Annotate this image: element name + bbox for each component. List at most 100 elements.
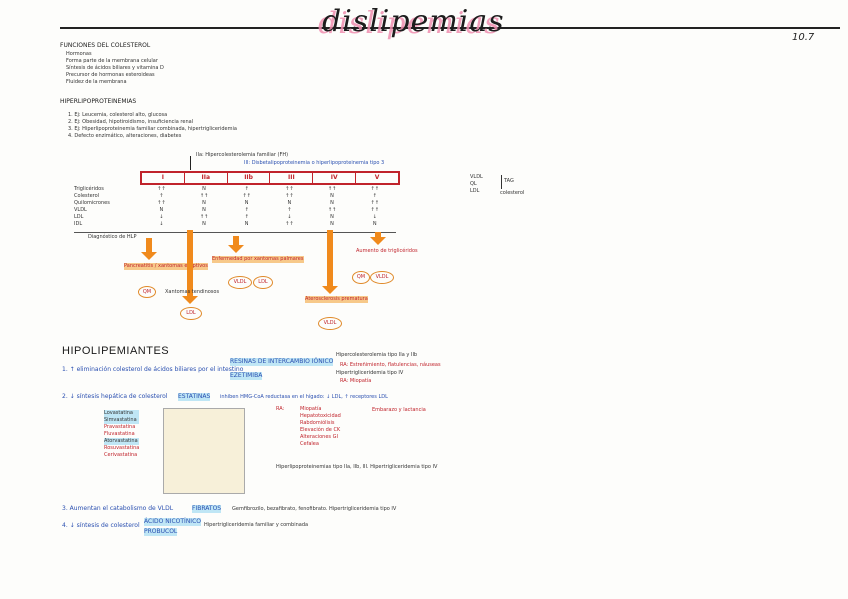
page-number: 10.7	[792, 32, 815, 43]
item2-note: inhiben HMG-CoA reductasa en el hígado: …	[220, 394, 388, 400]
col-header: IV	[313, 173, 357, 183]
statins-list: Lovastatina Simvastatina Pravastatina Fl…	[104, 410, 140, 459]
statin: Lovastatina	[104, 410, 140, 417]
row-label: Quilomicrones	[74, 200, 110, 206]
mechanism-box	[163, 408, 245, 494]
oval-qm-2: QM	[352, 271, 370, 284]
statin: Fluvastatina	[104, 431, 135, 437]
arrow-1-label: Pancreatitis / xantomas eruptivos	[124, 263, 208, 270]
row-label: IDL	[74, 221, 83, 227]
ra-item: Alteraciones GI	[300, 434, 338, 440]
ra-list: Miopatía Hepatotoxicidad Rabdomiólisis E…	[300, 406, 341, 448]
ra-item: Miopatía	[300, 406, 322, 412]
arrow-4	[327, 230, 333, 288]
item1-note3: Hipertrigliceridemia tipo IV	[336, 370, 404, 376]
item1-hl2: EZETIMIBA	[230, 372, 263, 380]
hipolip-heading: HIPOLIPEMIANTES	[62, 345, 170, 357]
arrow-1	[146, 238, 152, 252]
statin: Cerivastatina	[104, 452, 138, 458]
oval-vldl-2: VLDL	[318, 317, 342, 330]
ra-item: Hepatotoxicidad	[300, 413, 341, 419]
list-item: 1. Ej: Leucemia, colesterol alto, glucos…	[68, 112, 168, 118]
list-item: 2. Ej: Obesidad, hipotiroidismo, insufic…	[68, 119, 194, 125]
arrow-2-head	[182, 296, 198, 304]
oval-ldl-1: LDL	[180, 307, 202, 320]
item3-hl: FIBRATOS	[192, 505, 222, 513]
table-note-a: IIa: Hipercolesterolemia familiar (FH)	[196, 152, 289, 158]
arrow-2	[187, 230, 193, 298]
row-label: Colesterol	[74, 193, 100, 199]
statin: Pravastatina	[104, 424, 136, 430]
list-item: Forma parte de la membrana celular	[66, 58, 158, 64]
item1-text: 1. ↑ eliminación colesterol de ácidos bi…	[62, 366, 244, 373]
table-row-labels: Triglicéridos Colesterol Quilomicrones V…	[74, 186, 110, 228]
side-legend: VLDL QL LDL	[470, 174, 483, 195]
page-title: dislipemias	[322, 4, 505, 39]
col-header: IIb	[228, 173, 271, 183]
row-label: VLDL	[74, 207, 87, 213]
contra: Embarazo y lactancia	[372, 407, 426, 413]
header-line	[60, 27, 840, 29]
list-item: 4. Defecto enzimático, alteraciones, dia…	[68, 133, 182, 139]
colesterol-list: Hormonas Forma parte de la membrana celu…	[66, 51, 164, 86]
side-vldl: VLDL	[470, 174, 483, 180]
col-header: V	[374, 174, 380, 181]
list-item: Precursor de hormonas esteroideas	[66, 72, 155, 78]
ra-item: Rabdomiólisis	[300, 420, 335, 426]
table-note-line	[190, 156, 191, 170]
item1-hl1: RESINAS DE INTERCAMBIO IÓNICO	[230, 358, 334, 366]
arrow-4-head	[322, 286, 338, 294]
statin: Simvastatina	[104, 417, 140, 424]
item3-note: Gemfibrozilo, bezafibrato, fenofibrato. …	[232, 506, 397, 512]
item4-hl1: ÁCIDO NICOTÍNICO	[144, 518, 201, 526]
arrow-5-label: Aumento de triglicéridos	[356, 248, 418, 254]
side-brace	[498, 175, 502, 189]
arrow-3-head	[228, 245, 244, 253]
hiperlipo-heading: HIPERLIPOPROTEINEMIAS	[60, 98, 137, 105]
item2-text: 2. ↓ síntesis hepática de colesterol	[62, 393, 168, 400]
ra-title: RA:	[276, 406, 285, 412]
side-ldl: LDL	[470, 188, 480, 194]
list-item: Síntesis de ácidos biliares y vitamina D	[66, 65, 164, 71]
colesterol-heading: FUNCIONES DEL COLESTEROL	[60, 42, 151, 49]
bottom-note: Hiperlipoproteinemias tipo IIa, IIb, III…	[276, 464, 438, 470]
oval-qm-1: QM	[138, 286, 156, 298]
col-header: III	[270, 173, 314, 183]
col-header: IIa	[185, 173, 228, 183]
side-ql: QL	[470, 181, 477, 187]
statin: Rosuvastatina	[104, 445, 140, 451]
arrow-3	[233, 236, 239, 246]
arrow-1-head	[141, 252, 157, 260]
table-footer: Diagnóstico de HLP	[88, 234, 137, 240]
table-bottom-line	[74, 232, 396, 233]
list-item: Hormonas	[66, 51, 92, 57]
hiperlipo-list: 1. Ej: Leucemia, colesterol alto, glucos…	[68, 112, 237, 140]
statin: Atorvastatina	[104, 438, 140, 445]
list-item: Fluidez de la membrana	[66, 79, 127, 85]
arrow-5	[375, 232, 381, 238]
table-note-b: III: Disbetalipoproteinemia o hiperlipop…	[244, 160, 385, 166]
arrow-2-label: Xantomas tendinosos	[165, 289, 220, 295]
item4-note: Hipertrigliceridemia familiar y combinad…	[204, 522, 309, 528]
arrow-4-label: Aterosclerosis prematura	[305, 296, 368, 303]
oval-ldl-2: LDL	[253, 276, 273, 289]
item3-text: 3. Aumentan el catabolismo de VLDL	[62, 505, 174, 512]
title-shadow: dislipemias	[318, 6, 501, 41]
arrow-3-label: Enfermedad por xantomas palmares	[212, 256, 304, 263]
item1-note1: Hipercolesterolemia tipo IIa y IIb	[336, 352, 418, 358]
side-tag: TAG	[504, 178, 514, 184]
phenotype-table-header: I IIa IIb III IV V	[140, 171, 400, 185]
ra-item: Elevación de CK	[300, 427, 341, 433]
row-label: LDL	[74, 214, 84, 220]
list-item: 3. Ej: Hiperlipoproteinemia familiar com…	[68, 126, 237, 132]
ra-item: Cefalea	[300, 441, 319, 447]
col-header: I	[142, 173, 185, 183]
item1-note2: RA: Estreñimiento, flatulencias, náuseas	[340, 362, 441, 368]
item2-hl: ESTATINAS	[178, 393, 211, 401]
item4-text: 4. ↓ síntesis de colesterol	[62, 522, 140, 529]
side-colesterol: colesterol	[500, 190, 525, 196]
item4-hl2: PROBUCOL	[144, 528, 178, 536]
oval-vldl-3: VLDL	[370, 271, 394, 284]
row-label: Triglicéridos	[74, 186, 104, 192]
